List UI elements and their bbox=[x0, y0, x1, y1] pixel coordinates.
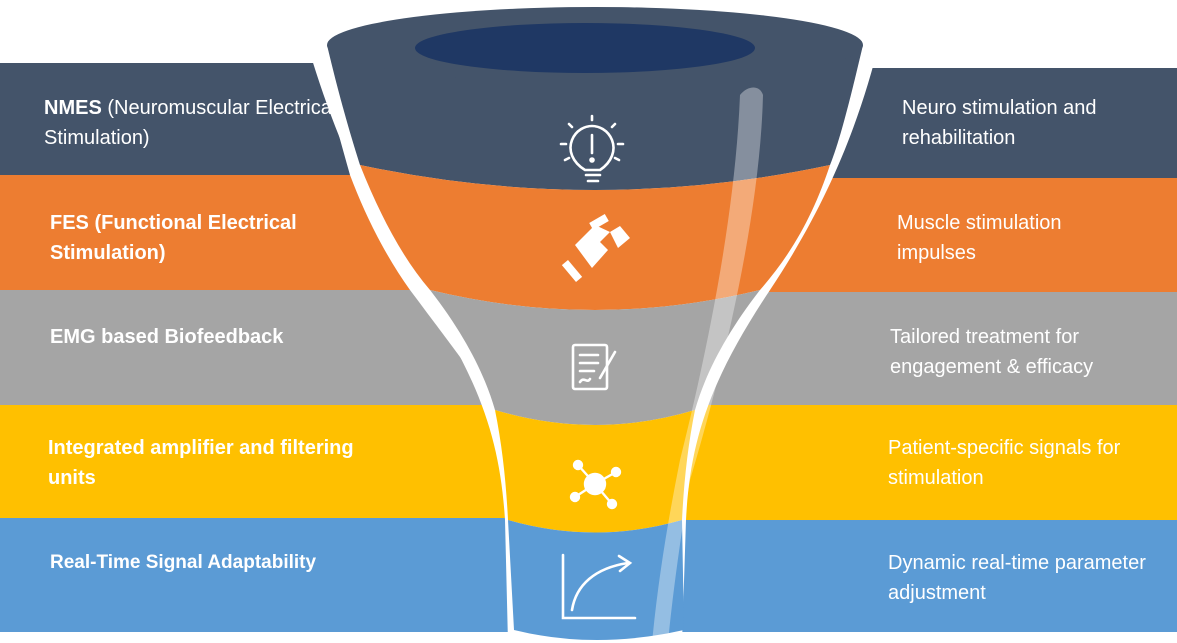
left-label-4: Integrated amplifier and filtering units bbox=[48, 433, 368, 493]
lightbulb-icon bbox=[559, 114, 625, 183]
right-band-5 bbox=[672, 520, 1177, 632]
funnel-opening bbox=[415, 23, 755, 73]
funnel-segment-3 bbox=[430, 290, 760, 425]
right-label-2-text: Muscle stimulation impulses bbox=[897, 212, 1062, 264]
left-label-1-rest: (Neuromuscular Electrical Stimulation) bbox=[44, 97, 337, 149]
left-bands bbox=[0, 63, 514, 632]
funnel-segment-4 bbox=[495, 410, 695, 533]
right-label-5: Dynamic real-time parameter adjustment bbox=[888, 548, 1168, 608]
right-band-2 bbox=[765, 178, 1177, 292]
left-band-3 bbox=[0, 290, 495, 405]
right-label-4: Patient-specific signals for stimulation bbox=[888, 433, 1168, 493]
network-hub-icon bbox=[569, 459, 622, 510]
left-band-1 bbox=[0, 63, 350, 175]
right-bands bbox=[672, 68, 1177, 632]
funnel-highlight bbox=[652, 87, 763, 643]
right-label-1: Neuro stimulation and rehabilitation bbox=[902, 93, 1112, 153]
right-band-1 bbox=[826, 68, 1177, 178]
left-label-2-text: FES (Functional Electrical Stimulation) bbox=[50, 212, 297, 264]
left-label-1-bold: NMES bbox=[44, 97, 102, 119]
handshake-icon bbox=[561, 214, 630, 282]
funnel-segment-1 bbox=[327, 45, 863, 190]
document-signature-icon bbox=[571, 343, 617, 391]
right-label-3-text: Tailored treatment for engagement & effi… bbox=[890, 326, 1094, 378]
right-label-5-text: Dynamic real-time parameter adjustment bbox=[888, 552, 1146, 604]
left-band-4 bbox=[0, 405, 513, 518]
right-label-2: Muscle stimulation impulses bbox=[897, 208, 1127, 268]
left-label-1: NMES (Neuromuscular Electrical Stimulati… bbox=[44, 93, 344, 153]
right-band-4 bbox=[674, 405, 1177, 520]
left-label-5: Real-Time Signal Adaptability bbox=[50, 548, 430, 578]
funnel-body bbox=[327, 45, 863, 640]
left-label-3-text: EMG based Biofeedback bbox=[50, 326, 284, 348]
growth-curve-icon bbox=[561, 553, 637, 620]
right-band-3 bbox=[690, 292, 1177, 405]
left-label-2: FES (Functional Electrical Stimulation) bbox=[50, 208, 350, 268]
funnel-segment-5 bbox=[508, 520, 684, 640]
left-label-4-text: Integrated amplifier and filtering units bbox=[48, 437, 354, 489]
left-label-5-text: Real-Time Signal Adaptability bbox=[50, 552, 317, 573]
right-label-3: Tailored treatment for engagement & effi… bbox=[890, 322, 1160, 382]
left-label-3: EMG based Biofeedback bbox=[50, 322, 410, 352]
right-label-1-text: Neuro stimulation and rehabilitation bbox=[902, 97, 1097, 149]
left-band-5 bbox=[0, 518, 514, 632]
left-band-2 bbox=[0, 175, 410, 290]
right-label-4-text: Patient-specific signals for stimulation bbox=[888, 437, 1121, 489]
